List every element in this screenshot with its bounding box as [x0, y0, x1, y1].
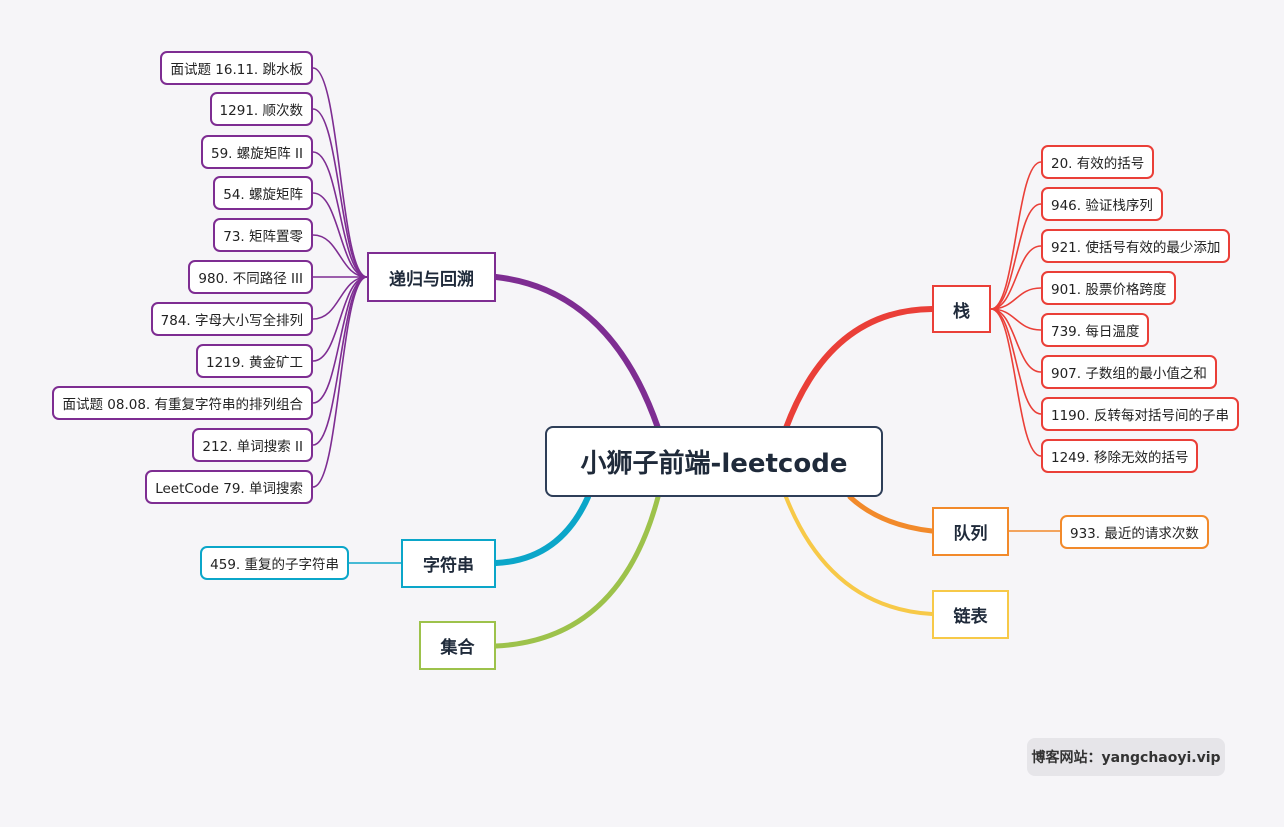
leaf-label: LeetCode 79. 单词搜索: [155, 481, 303, 497]
watermark-blog-site: 博客网站：yangchaoyi.vip: [1027, 738, 1225, 776]
leaf-label: 59. 螺旋矩阵 II: [210, 146, 303, 162]
connector-linked-list: [784, 495, 934, 616]
leaf-stack[interactable]: 946. 验证栈序列: [1041, 187, 1163, 221]
leaf-label: 54. 螺旋矩阵: [223, 187, 303, 203]
leaf-label: 933. 最近的请求次数: [1070, 526, 1199, 542]
connector-recursion-leaf: [312, 276, 368, 320]
leaf-label: 212. 单词搜索 II: [202, 439, 303, 455]
connector-stack-leaf: [990, 308, 1042, 415]
connector-recursion-leaf: [312, 192, 368, 278]
connector-recursion-leaf: [312, 151, 368, 278]
connector-stack-leaf: [990, 203, 1042, 310]
branch-string[interactable]: 字符串: [401, 539, 496, 588]
leaf-string[interactable]: 459. 重复的子字符串: [200, 546, 349, 580]
connector-string: [493, 494, 591, 566]
branch-label: 集合: [440, 638, 475, 658]
root-label: 小狮子前端-leetcode: [580, 449, 848, 479]
leaf-recursion[interactable]: 面试题 16.11. 跳水板: [160, 51, 313, 85]
connector-stack-leaf: [990, 308, 1042, 331]
branch-label: 链表: [953, 607, 988, 627]
connector-stack-leaf: [990, 287, 1042, 310]
leaf-recursion[interactable]: 面试题 08.08. 有重复字符串的排列组合: [52, 386, 313, 420]
leaf-label: 907. 子数组的最小值之和: [1051, 366, 1207, 382]
leaf-label: 1219. 黄金矿工: [206, 355, 303, 371]
leaf-label: 1190. 反转每对括号间的子串: [1051, 408, 1229, 424]
leaf-stack[interactable]: 1190. 反转每对括号间的子串: [1041, 397, 1239, 431]
leaf-recursion[interactable]: 1291. 顺次数: [209, 92, 313, 126]
leaf-label: 1291. 顺次数: [219, 103, 303, 119]
connector-recursion-leaf: [312, 276, 368, 362]
leaf-recursion[interactable]: 59. 螺旋矩阵 II: [200, 135, 313, 169]
leaf-label: 921. 使括号有效的最少添加: [1051, 240, 1221, 256]
connector-stack: [783, 306, 935, 431]
connector-queue: [847, 494, 935, 534]
leaf-label: 784. 字母大小写全排列: [160, 313, 303, 329]
connector-stack-leaf: [990, 161, 1042, 310]
connector-recursion-leaf: [312, 234, 368, 278]
root-node[interactable]: 小狮子前端-leetcode: [545, 426, 883, 497]
connector-stack-leaf: [990, 308, 1042, 457]
connector-recursion: [493, 274, 661, 431]
branch-stack[interactable]: 栈: [932, 285, 991, 333]
connector-recursion-leaf: [312, 108, 368, 278]
leaf-label: 20. 有效的括号: [1051, 156, 1145, 172]
connector-recursion-leaf: [312, 67, 368, 278]
leaf-queue[interactable]: 933. 最近的请求次数: [1060, 515, 1209, 549]
leaf-stack[interactable]: 907. 子数组的最小值之和: [1041, 355, 1217, 389]
connector-recursion-leaf: [312, 276, 368, 488]
branch-recursion[interactable]: 递归与回溯: [367, 252, 496, 302]
leaf-label: 459. 重复的子字符串: [210, 557, 339, 573]
leaf-label: 901. 股票价格跨度: [1051, 282, 1167, 298]
connector-set: [493, 494, 661, 649]
leaf-stack[interactable]: 1249. 移除无效的括号: [1041, 439, 1199, 473]
branch-label: 队列: [953, 524, 988, 544]
connector-stack-leaf: [990, 308, 1042, 373]
branch-queue[interactable]: 队列: [932, 507, 1009, 556]
branch-label: 栈: [953, 301, 970, 322]
branch-linked-list[interactable]: 链表: [932, 590, 1009, 639]
leaf-label: 946. 验证栈序列: [1051, 198, 1153, 214]
leaf-label: 面试题 08.08. 有重复字符串的排列组合: [62, 397, 303, 413]
branch-set[interactable]: 集合: [419, 621, 496, 670]
leaf-recursion[interactable]: 73. 矩阵置零: [213, 218, 313, 252]
leaf-label: 739. 每日温度: [1051, 324, 1140, 340]
leaf-stack[interactable]: 901. 股票价格跨度: [1041, 271, 1177, 305]
leaf-recursion[interactable]: 784. 字母大小写全排列: [150, 302, 313, 336]
leaf-recursion[interactable]: LeetCode 79. 单词搜索: [145, 470, 313, 504]
leaf-recursion[interactable]: 54. 螺旋矩阵: [213, 176, 313, 210]
branch-label: 字符串: [423, 556, 474, 576]
leaf-recursion[interactable]: 1219. 黄金矿工: [196, 344, 313, 378]
leaf-label: 980. 不同路径 III: [198, 271, 303, 287]
leaf-stack[interactable]: 921. 使括号有效的最少添加: [1041, 229, 1231, 263]
connector-recursion-leaf: [312, 276, 368, 446]
leaf-label: 面试题 16.11. 跳水板: [170, 62, 303, 78]
branch-label: 递归与回溯: [389, 269, 474, 290]
leaf-recursion[interactable]: 980. 不同路径 III: [188, 260, 313, 294]
leaf-recursion[interactable]: 212. 单词搜索 II: [192, 428, 313, 462]
watermark-text: 博客网站：yangchaoyi.vip: [1031, 750, 1221, 766]
leaf-stack[interactable]: 20. 有效的括号: [1041, 145, 1155, 179]
leaf-label: 73. 矩阵置零: [223, 229, 303, 245]
leaf-label: 1249. 移除无效的括号: [1051, 450, 1189, 466]
leaf-stack[interactable]: 739. 每日温度: [1041, 313, 1150, 347]
connector-stack-leaf: [990, 245, 1042, 310]
